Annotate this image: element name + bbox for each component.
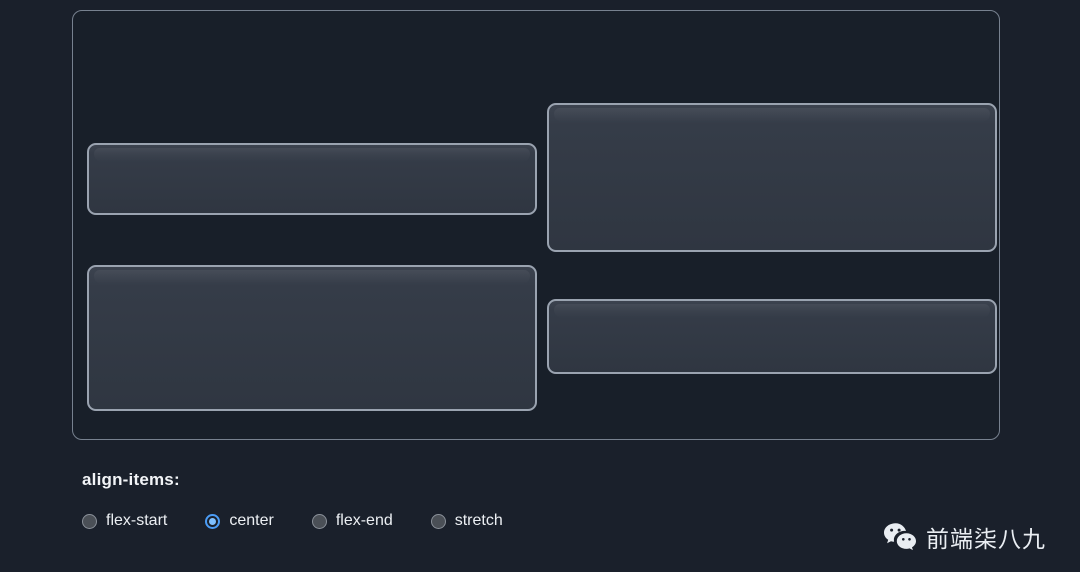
watermark: 前端柒八九 [883, 520, 1046, 554]
flex-item-4 [547, 298, 997, 374]
radio-option-stretch[interactable]: stretch [430, 512, 503, 530]
wechat-icon [884, 523, 916, 551]
radio-indicator-center[interactable] [205, 513, 221, 529]
demo-column-right [542, 24, 1002, 452]
radio-label-flex-end: flex-end [335, 512, 393, 529]
radio-group-align-items: flex-start center flex-end stretch [82, 512, 782, 530]
radio-label-flex-start: flex-start [106, 512, 168, 529]
flex-item-2 [547, 102, 997, 252]
radio-option-flex-start[interactable]: flex-start [82, 512, 167, 530]
radio-indicator-stretch[interactable] [430, 513, 446, 529]
align-items-controls: align-items: flex-start center flex-end … [82, 470, 782, 530]
controls-label: align-items: [82, 470, 180, 489]
watermark-text: 前端柒八九 [926, 527, 1046, 553]
radio-indicator-flex-start[interactable] [82, 513, 97, 529]
radio-indicator-flex-end[interactable] [311, 513, 327, 529]
radio-option-flex-end[interactable]: flex-end [311, 512, 393, 530]
radio-label-center: center [229, 512, 274, 529]
radio-option-center[interactable]: center [205, 512, 274, 530]
demo-column-left [82, 63, 542, 491]
align-items-demo-container [72, 10, 1000, 440]
flex-item-3 [87, 265, 537, 411]
flex-item-1 [87, 143, 537, 215]
radio-label-stretch: stretch [454, 512, 503, 529]
